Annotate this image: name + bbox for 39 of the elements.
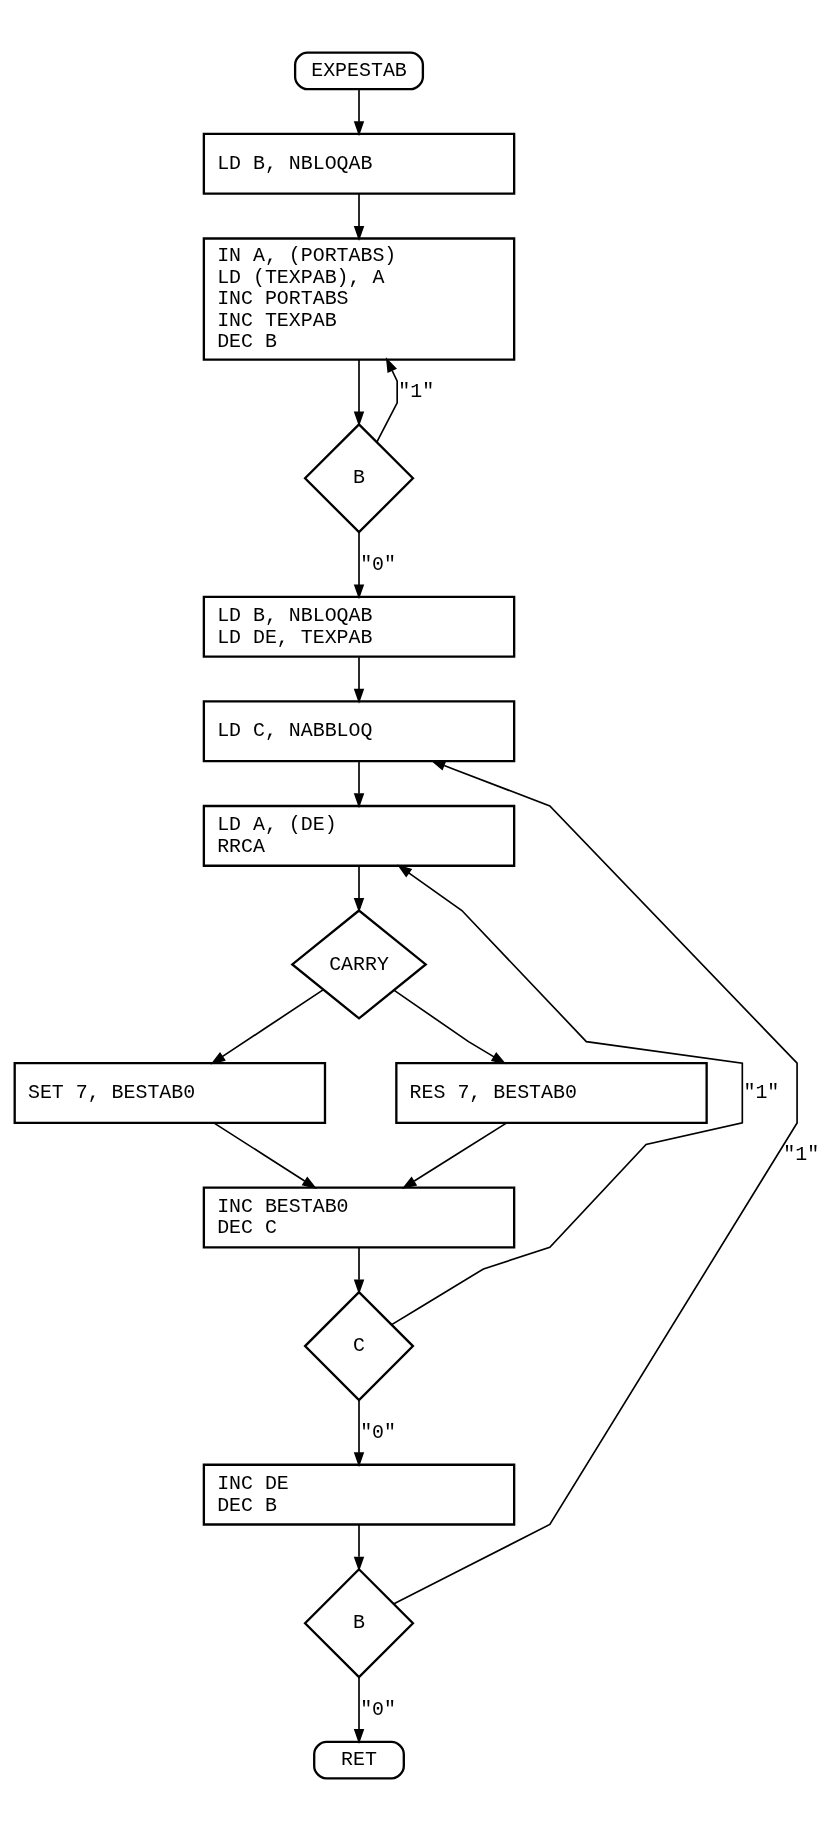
arrow — [353, 531, 365, 600]
arrow — [376, 357, 398, 443]
node-box: RES 7, BESTAB0 — [395, 1062, 708, 1125]
arrow — [353, 89, 365, 137]
arrow — [353, 193, 365, 241]
node-box: LD C, NABBLOQ — [202, 700, 516, 763]
edge-label: "1" — [783, 1143, 820, 1167]
edge-label: "1" — [743, 1081, 780, 1105]
edge-label: "0" — [360, 1420, 397, 1444]
arrow — [213, 1122, 318, 1189]
node-box: RET — [313, 1740, 405, 1780]
arrow — [401, 1122, 508, 1189]
node-diamond: B — [303, 1567, 415, 1679]
node-box: LD A, (DE) RRCA — [202, 804, 516, 867]
node-diamond: B — [303, 422, 415, 534]
arrow — [353, 865, 365, 913]
node-diamond: CARRY — [290, 909, 428, 1020]
arrow — [353, 760, 365, 809]
arrow — [393, 989, 507, 1065]
arrow — [353, 656, 365, 704]
node-box: EXPESTAB — [293, 51, 425, 91]
node-box: INC DE DEC B — [202, 1463, 516, 1526]
edge-label: "1" — [398, 380, 435, 404]
node-diamond: C — [303, 1290, 415, 1402]
arrow — [353, 1246, 365, 1295]
arrow — [353, 1676, 365, 1745]
arrow — [353, 358, 365, 427]
node-box: LD B, NBLOQAB — [202, 132, 516, 195]
arrow — [390, 864, 744, 1326]
arrow — [393, 760, 798, 1605]
node-box: LD B, NBLOQAB LD DE, TEXPAB — [202, 595, 516, 658]
node-box: INC BESTAB0 DEC C — [202, 1186, 516, 1249]
arrow — [210, 988, 325, 1065]
node-box: SET 7, BESTAB0 — [13, 1062, 327, 1125]
edge-label: "0" — [360, 1697, 397, 1721]
arrow — [353, 1523, 365, 1572]
edge-label: "0" — [360, 552, 397, 576]
arrow — [353, 1399, 365, 1468]
node-box: IN A, (PORTABS) LD (TEXPAB), A INC PORTABS INC TEXPAB DEC B — [202, 237, 516, 361]
